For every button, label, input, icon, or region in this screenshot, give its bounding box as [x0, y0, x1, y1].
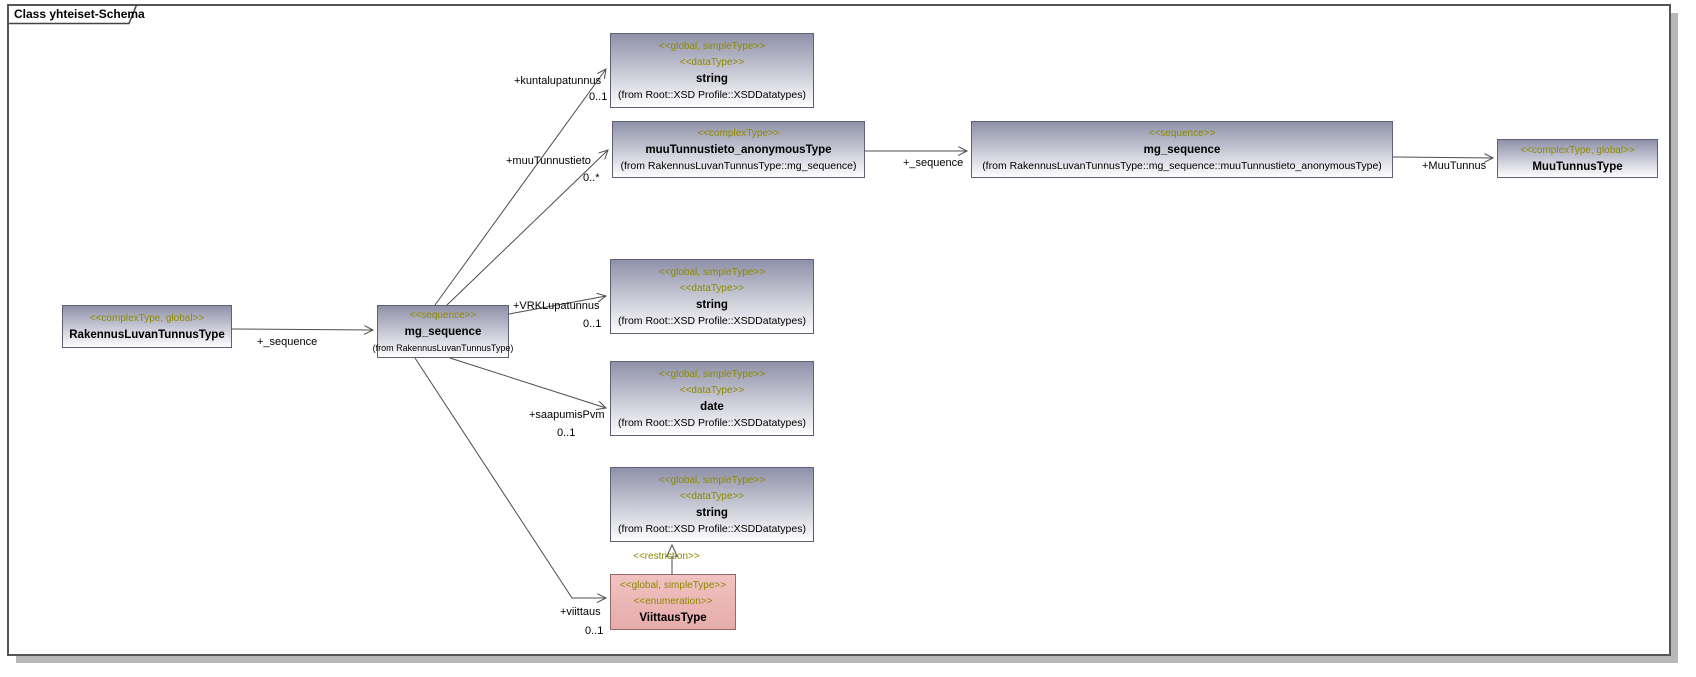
node-name: muuTunnustieto_anonymousType	[645, 143, 832, 156]
stereotype-label: <<global, simpleType>>	[658, 40, 766, 52]
edge-viittaus[interactable]	[414, 357, 606, 598]
edge-vrkLupatunnus[interactable]	[508, 296, 606, 315]
edge-label-sequence2: +_sequence	[903, 157, 964, 169]
node-string-mid[interactable]: <<global, simpleType>> <<dataType>> stri…	[610, 259, 814, 334]
node-string-top[interactable]: <<global, simpleType>> <<dataType>> stri…	[610, 33, 814, 108]
edge-label-viittaus: +viittaus	[560, 606, 601, 618]
stereotype-label: <<sequence>>	[409, 309, 477, 321]
frame-tab[interactable]: Class yhteiset-Schema	[14, 7, 145, 21]
edge-label-muuTunnustieto: +muuTunnustieto	[506, 155, 591, 167]
multiplicity-label: 0..*	[583, 172, 600, 184]
edge-saapumisPvm[interactable]	[449, 357, 606, 408]
edge-muuTunnustieto[interactable]	[446, 150, 608, 306]
stereotype-label: <<dataType>>	[679, 282, 745, 294]
node-muu-tunnustieto-anonymous-type[interactable]: <<complexType>> muuTunnustieto_anonymous…	[612, 121, 865, 178]
stereotype-label: <<global, simpleType>>	[619, 580, 727, 591]
node-mg-sequence-mid[interactable]: <<sequence>> mg_sequence (from RakennusL…	[373, 305, 513, 358]
edge-sequence1[interactable]	[231, 329, 373, 330]
stereotype-label: <<global, simpleType>>	[658, 368, 766, 380]
node-from: (from Root::XSD Profile::XSDDatatypes)	[618, 522, 806, 535]
node-muu-tunnus-type[interactable]: <<complexType, global>> MuuTunnusType	[1497, 139, 1658, 178]
stereotype-label: <<global, simpleType>>	[658, 266, 766, 278]
node-from: (from RakennusLuvanTunnusType)	[372, 342, 514, 353]
edge-label-sequence1: +_sequence	[257, 336, 318, 348]
stereotype-label: <<dataType>>	[679, 490, 745, 502]
node-name: RakennusLuvanTunnusType	[69, 328, 225, 341]
node-from: (from Root::XSD Profile::XSDDatatypes)	[618, 88, 806, 101]
stereotype-label: <<global, simpleType>>	[658, 474, 766, 486]
node-name: MuuTunnusType	[1532, 160, 1623, 173]
node-name: string	[696, 298, 728, 311]
frame-tab-outline	[9, 4, 138, 25]
node-date[interactable]: <<global, simpleType>> <<dataType>> date…	[610, 361, 814, 436]
node-name: string	[696, 72, 728, 85]
node-mg-sequence-right[interactable]: <<sequence>> mg_sequence (from RakennusL…	[971, 121, 1393, 178]
node-viittaus-type[interactable]: <<global, simpleType>> <<enumeration>> V…	[610, 574, 736, 630]
edge-label-restriction: <<restriction>>	[633, 551, 700, 562]
node-from: (from RakennusLuvanTunnusType::mg_sequen…	[620, 159, 857, 172]
multiplicity-label: 0..1	[557, 427, 576, 439]
edge-label-vrkLupatunnus: +VRKLupatunnus	[513, 300, 600, 312]
diagram-frame	[7, 4, 1671, 656]
node-rakennus-luvan-tunnus-type[interactable]: <<complexType, global>> RakennusLuvanTun…	[62, 305, 232, 348]
edge-label-saapumisPvm: +saapumisPvm	[529, 409, 605, 421]
stereotype-label: <<dataType>>	[679, 384, 745, 396]
stereotype-label: <<sequence>>	[1148, 127, 1216, 139]
node-name: ViittausType	[639, 612, 707, 624]
multiplicity-label: 0..1	[585, 625, 604, 637]
stereotype-label: <<enumeration>>	[633, 596, 713, 607]
node-string-bottom[interactable]: <<global, simpleType>> <<dataType>> stri…	[610, 467, 814, 542]
stereotype-label: <<complexType>>	[697, 127, 780, 139]
stereotype-label: <<complexType, global>>	[89, 312, 205, 324]
edge-label-muuTunnus: +MuuTunnus	[1422, 160, 1487, 172]
stereotype-label: <<complexType, global>>	[1520, 144, 1635, 156]
edge-label-kuntalupatunnus: +kuntalupatunnus	[514, 75, 602, 87]
node-name: string	[696, 506, 728, 519]
node-from: (from Root::XSD Profile::XSDDatatypes)	[618, 314, 806, 327]
multiplicity-label: 0..1	[583, 318, 602, 330]
edge-muuTunnus[interactable]	[1392, 157, 1493, 158]
node-name: mg_sequence	[1143, 143, 1221, 156]
node-from: (from Root::XSD Profile::XSDDatatypes)	[618, 416, 806, 429]
node-name: date	[700, 400, 724, 413]
stereotype-label: <<dataType>>	[679, 56, 745, 68]
edge-kuntalupatunnus[interactable]	[434, 69, 606, 306]
node-from: (from RakennusLuvanTunnusType::mg_sequen…	[982, 159, 1382, 172]
multiplicity-label: 0..1	[589, 91, 608, 103]
node-name: mg_sequence	[404, 325, 482, 338]
